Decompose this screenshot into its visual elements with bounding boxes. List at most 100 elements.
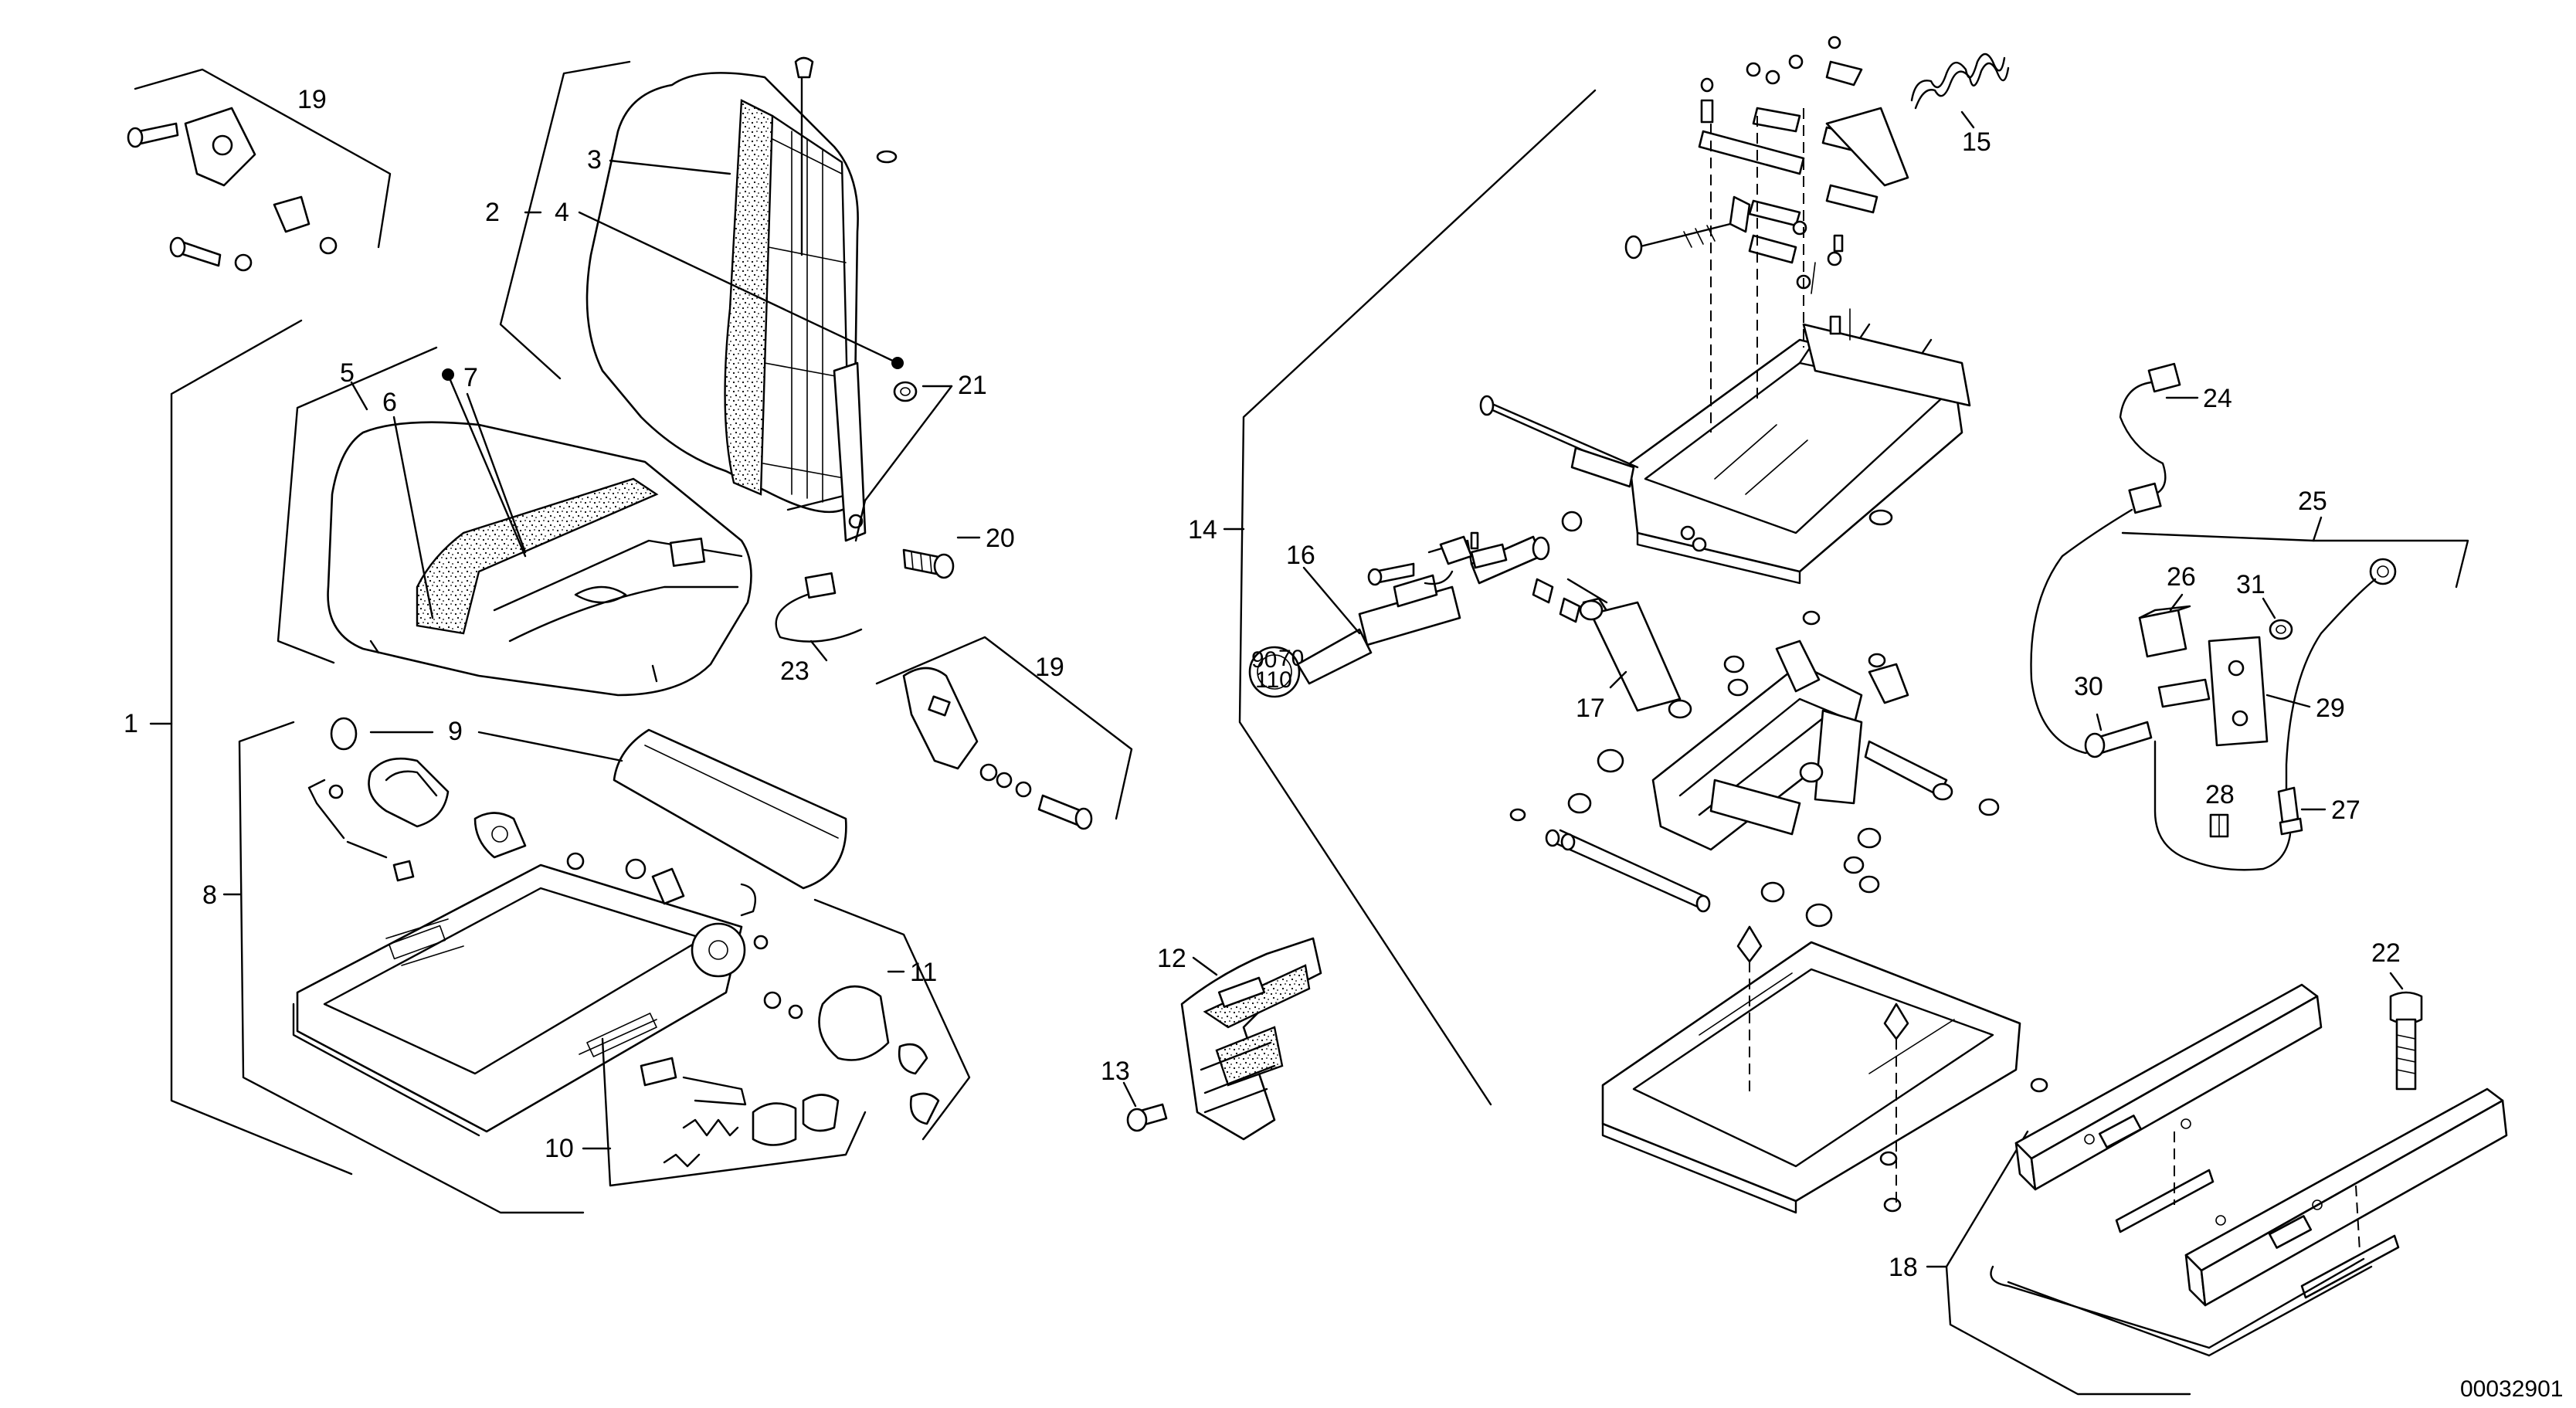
- relay-bracket-29-icon: [2157, 636, 2269, 747]
- leader-23: [809, 640, 828, 662]
- leader-31: [2262, 597, 2276, 619]
- lever-parts-10-icon: [640, 1057, 840, 1168]
- callout-13: 13: [1101, 1057, 1130, 1086]
- callout-25: 25: [2298, 487, 2327, 516]
- callout-21: 21: [958, 371, 987, 400]
- screw-13-icon: [1126, 1103, 1168, 1132]
- seat-assembly-group: [127, 56, 1322, 1214]
- bracket-19a: [134, 68, 392, 249]
- knob-mark-a: 90: [1251, 647, 1277, 673]
- bolt-30-icon: [2084, 721, 2153, 758]
- callout-15: 15: [1962, 127, 1991, 157]
- seat-belt-buckle-19a-icon: [127, 107, 338, 272]
- leader-4-dot: [891, 357, 904, 369]
- dashed-17: [1566, 578, 1608, 604]
- leader-30: [2096, 713, 2103, 731]
- shock-absorber-17-icon: [1532, 578, 1692, 719]
- leader-6: [392, 416, 434, 619]
- bracket-25: [2121, 531, 2469, 589]
- bracket-2: [499, 60, 631, 380]
- fuse-28-icon: [2209, 813, 2229, 838]
- callout-19a: 19: [297, 85, 327, 114]
- rail-cover-9-icon: [613, 728, 847, 890]
- bracket-19b: [875, 636, 1133, 820]
- slide-rails-18: [1990, 983, 2508, 1357]
- suspension-group: 90 70 110: [1223, 36, 2508, 1396]
- scissor-mechanism: [1509, 610, 2000, 928]
- callout-24: 24: [2203, 384, 2232, 413]
- lower-base-frame: [1601, 925, 2048, 1214]
- callout-1: 1: [124, 709, 138, 738]
- bracket-8: [238, 721, 585, 1214]
- callout-5: 5: [340, 358, 355, 388]
- callout-16: 16: [1286, 541, 1315, 570]
- callout-22: 22: [2371, 938, 2401, 968]
- leader-7b: [446, 373, 527, 558]
- callout-6: 6: [382, 388, 397, 417]
- callout-7: 7: [463, 363, 478, 392]
- callout-27: 27: [2331, 796, 2360, 825]
- callout-19b: 19: [1035, 653, 1064, 682]
- callout-31: 31: [2236, 570, 2265, 599]
- bracket-1: [170, 319, 353, 1176]
- bracket-10: [601, 1037, 867, 1187]
- adjuster-knob-16: 90 70 110: [1248, 511, 1583, 698]
- leader-7: [466, 392, 527, 554]
- leader-3: [609, 159, 731, 175]
- seat-belt-buckle-19b-icon: [902, 667, 1093, 830]
- bracket-5: [277, 346, 438, 664]
- leader-4: [578, 211, 899, 365]
- leader-7-dot: [442, 368, 454, 381]
- callout-9: 9: [448, 717, 463, 746]
- seat-cushion: [327, 421, 752, 697]
- seat-switch-23-icon: [775, 572, 863, 643]
- cover-corner-12-icon: [1180, 937, 1322, 1141]
- leader-22: [2389, 972, 2404, 990]
- leader-9b: [477, 731, 623, 762]
- bolt-22-icon: [2389, 991, 2423, 1091]
- callout-14: 14: [1188, 515, 1217, 545]
- leader-13: [1122, 1081, 1137, 1108]
- frame-mechanism-icon: [691, 922, 746, 978]
- knob-mark-c: 110: [1255, 667, 1292, 693]
- callout-12: 12: [1157, 944, 1186, 973]
- nut-21-icon: [893, 381, 918, 402]
- washer-icon: [876, 150, 898, 164]
- callout-11: 11: [910, 958, 937, 987]
- callout-29: 29: [2316, 694, 2345, 723]
- callout-2: 2: [485, 198, 500, 227]
- bracket-14: [1238, 89, 1597, 1106]
- leader-17: [1609, 670, 1627, 689]
- callout-3: 3: [587, 145, 602, 175]
- nut-31-icon: [2269, 619, 2293, 640]
- leader-26: [2169, 593, 2184, 612]
- leader-5: [350, 381, 368, 411]
- callout-10: 10: [545, 1134, 574, 1163]
- callout-18: 18: [1889, 1253, 1918, 1282]
- bolt-20-icon: [902, 548, 955, 579]
- leader-15: [1960, 110, 1975, 129]
- electrical-group: [2030, 362, 2469, 871]
- relay-26-icon: [2138, 605, 2191, 658]
- leader-16: [1302, 566, 1361, 635]
- leader-29: [2265, 694, 2311, 708]
- dashed-axis-7: [2355, 1185, 2360, 1252]
- seat-frame: [292, 717, 769, 1137]
- backrest: [585, 56, 898, 542]
- drawing-number: 00032901: [2460, 1376, 2563, 1402]
- callout-20: 20: [986, 524, 1015, 553]
- backrest-top-screw-icon: [794, 56, 814, 79]
- callout-23: 23: [780, 657, 809, 686]
- callouts: 1 2 3 4 5 6 7 8 9 10 11 12 13 14 15 16 1…: [124, 85, 2401, 1282]
- upper-linkage: [1624, 36, 1909, 341]
- callout-30: 30: [2074, 672, 2103, 701]
- bracket-20-21: [854, 385, 953, 542]
- bracket-11: [813, 898, 971, 1141]
- leader-12: [1192, 956, 1218, 976]
- spring-15-icon: [1910, 53, 2010, 110]
- leader-25: [2312, 516, 2323, 542]
- callout-17: 17: [1576, 694, 1605, 723]
- callout-4: 4: [555, 198, 569, 227]
- wire-harness-24-icon: [2030, 362, 2181, 755]
